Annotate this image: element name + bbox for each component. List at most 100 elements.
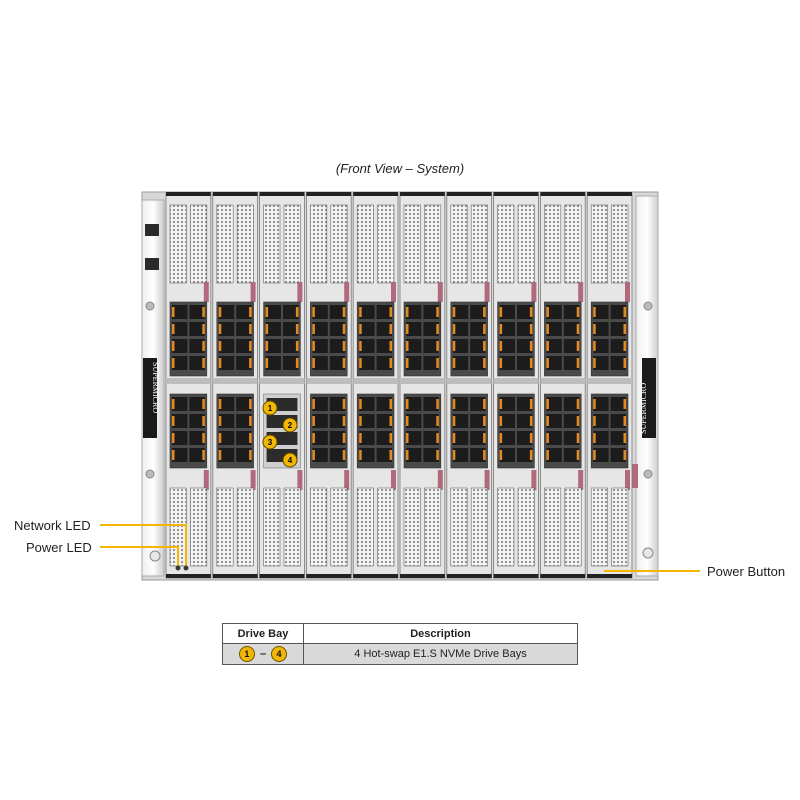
drive-slot[interactable]: [359, 305, 375, 319]
drive-slot[interactable]: [563, 305, 580, 319]
drive-slot[interactable]: [423, 431, 439, 445]
drive-slot[interactable]: [470, 305, 486, 319]
drive-slot[interactable]: [283, 305, 299, 319]
drive-slot[interactable]: [236, 397, 252, 411]
drive-slot[interactable]: [546, 322, 562, 336]
drive-slot[interactable]: [406, 397, 422, 411]
drive-slot[interactable]: [610, 397, 626, 411]
node-handle[interactable]: [391, 282, 396, 302]
node-handle[interactable]: [437, 282, 443, 302]
drive-slot[interactable]: [329, 431, 346, 445]
drive-slot[interactable]: [452, 431, 469, 445]
drive-slot[interactable]: [376, 397, 392, 411]
drive-slot[interactable]: [517, 448, 533, 462]
drive-slot[interactable]: [359, 356, 375, 370]
drive-slot[interactable]: [329, 305, 346, 319]
drive-slot[interactable]: [517, 322, 533, 336]
node-blade[interactable]: [446, 192, 492, 579]
node-handle[interactable]: [625, 282, 630, 302]
node-handle[interactable]: [250, 470, 256, 490]
drive-slot[interactable]: [517, 397, 533, 411]
drive-slot[interactable]: [610, 448, 626, 462]
drive-slot[interactable]: [236, 356, 252, 370]
drive-slot[interactable]: [283, 339, 299, 353]
drive-slot[interactable]: [236, 431, 252, 445]
drive-slot[interactable]: [329, 339, 346, 353]
drive-slot[interactable]: [499, 339, 515, 353]
node-handle[interactable]: [344, 470, 350, 490]
drive-slot[interactable]: [546, 448, 562, 462]
drive-slot[interactable]: [499, 397, 515, 411]
drive-slot[interactable]: [359, 431, 375, 445]
node-handle[interactable]: [484, 282, 490, 302]
drive-slot[interactable]: [218, 339, 235, 353]
drive-slot[interactable]: [172, 322, 188, 336]
drive-slot[interactable]: [593, 356, 609, 370]
drive-slot[interactable]: [452, 397, 469, 411]
drive-slot[interactable]: [236, 339, 252, 353]
drive-slot[interactable]: [452, 305, 469, 319]
drive-slot[interactable]: [189, 305, 205, 319]
drive-slot[interactable]: [452, 356, 469, 370]
drive-slot[interactable]: [312, 448, 328, 462]
node-handle[interactable]: [437, 470, 443, 490]
drive-slot[interactable]: [172, 305, 188, 319]
node-handle[interactable]: [578, 470, 584, 490]
drive-slot[interactable]: [423, 448, 439, 462]
drive-slot[interactable]: [218, 448, 235, 462]
node-blade[interactable]: [352, 192, 399, 579]
node-blade[interactable]: [399, 192, 446, 579]
drive-slot[interactable]: [563, 448, 580, 462]
drive-slot[interactable]: [376, 339, 392, 353]
drive-slot[interactable]: [563, 431, 580, 445]
node-handle[interactable]: [391, 470, 396, 490]
drive-slot[interactable]: [218, 322, 235, 336]
node-handle[interactable]: [484, 470, 490, 490]
drive-slot[interactable]: [406, 448, 422, 462]
drive-slot[interactable]: [610, 322, 626, 336]
drive-slot[interactable]: [406, 339, 422, 353]
drive-slot[interactable]: [283, 356, 299, 370]
drive-slot[interactable]: [610, 305, 626, 319]
node-handle[interactable]: [203, 282, 209, 302]
drive-slot[interactable]: [470, 339, 486, 353]
drive-slot[interactable]: [189, 322, 205, 336]
node-blade[interactable]: [493, 192, 539, 579]
drive-slot[interactable]: [376, 431, 392, 445]
drive-slot[interactable]: [517, 305, 533, 319]
drive-slot[interactable]: [517, 414, 533, 428]
drive-slot[interactable]: [423, 322, 439, 336]
drive-slot[interactable]: [376, 448, 392, 462]
drive-slot[interactable]: [406, 305, 422, 319]
node-handle[interactable]: [625, 470, 630, 490]
drive-slot[interactable]: [329, 356, 346, 370]
node-handle[interactable]: [297, 470, 303, 490]
drive-slot[interactable]: [517, 339, 533, 353]
node-blade[interactable]: [305, 192, 352, 579]
drive-slot[interactable]: [236, 322, 252, 336]
node-handle[interactable]: [203, 470, 209, 490]
drive-slot[interactable]: [593, 414, 609, 428]
drive-slot[interactable]: [189, 397, 205, 411]
drive-slot[interactable]: [499, 322, 515, 336]
drive-slot[interactable]: [312, 322, 328, 336]
node-blade[interactable]: [540, 192, 586, 579]
drive-slot[interactable]: [593, 448, 609, 462]
drive-slot[interactable]: [593, 339, 609, 353]
node-blade[interactable]: [586, 192, 633, 579]
drive-slot[interactable]: [423, 397, 439, 411]
drive-slot[interactable]: [499, 448, 515, 462]
drive-slot[interactable]: [470, 431, 486, 445]
drive-slot[interactable]: [517, 431, 533, 445]
drive-slot[interactable]: [546, 397, 562, 411]
drive-slot[interactable]: [470, 397, 486, 411]
drive-slot[interactable]: [499, 414, 515, 428]
drive-slot[interactable]: [172, 448, 188, 462]
drive-slot[interactable]: [312, 305, 328, 319]
drive-slot[interactable]: [406, 431, 422, 445]
drive-slot[interactable]: [546, 305, 562, 319]
drive-slot[interactable]: [218, 431, 235, 445]
drive-slot[interactable]: [423, 305, 439, 319]
drive-slot[interactable]: [470, 322, 486, 336]
drive-slot[interactable]: [172, 397, 188, 411]
